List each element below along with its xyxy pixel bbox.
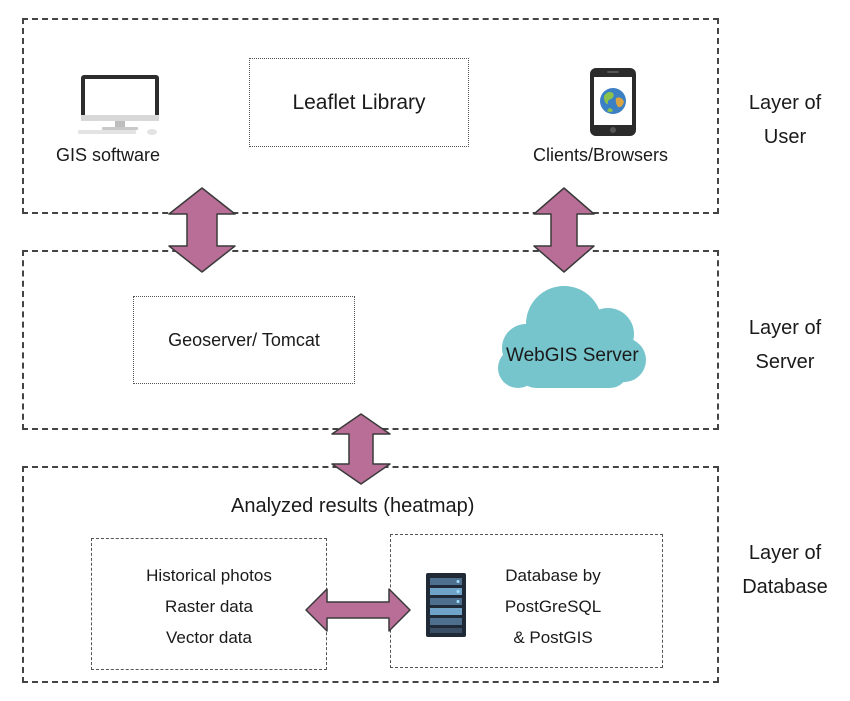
geoserver-tomcat-box: Geoserver/ Tomcat xyxy=(133,296,355,384)
layer-of-user-label: Layer of User xyxy=(730,86,840,154)
database-line3: & PostGIS xyxy=(513,628,593,647)
source-raster-data: Raster data xyxy=(165,597,253,616)
leaflet-library-label: Leaflet Library xyxy=(292,90,426,114)
layer-server-line1: Layer of xyxy=(748,317,822,339)
layer-database-line1: Layer of xyxy=(748,542,822,564)
analyzed-results-label: Analyzed results (heatmap) xyxy=(231,495,475,517)
database-line1: Database by xyxy=(505,566,601,585)
database-line2: PostGreSQL xyxy=(504,597,602,616)
cloud-icon xyxy=(498,286,646,388)
database-description: Database by PostGreSQL & PostGIS xyxy=(478,560,628,653)
layer-database-line2: Database xyxy=(742,576,828,598)
smartphone-globe-icon xyxy=(590,68,636,136)
source-vector-data: Vector data xyxy=(165,628,252,647)
double-arrow-clients-server xyxy=(533,187,595,273)
source-historical-photos: Historical photos xyxy=(146,566,272,585)
double-arrow-gis-server xyxy=(168,187,236,273)
double-arrow-server-database xyxy=(331,413,391,485)
geoserver-tomcat-label: Geoserver/ Tomcat xyxy=(168,329,320,350)
leaflet-library-box: Leaflet Library xyxy=(249,58,469,147)
clients-browsers-label: Clients/Browsers xyxy=(533,145,669,165)
double-arrow-sources-database xyxy=(305,588,411,632)
monitor-icon xyxy=(78,75,159,135)
gis-software-label: GIS software xyxy=(56,145,161,165)
user-layer-box xyxy=(22,18,719,214)
server-rack-icon xyxy=(426,573,466,637)
layer-of-server-label: Layer of Server xyxy=(730,311,840,379)
data-sources-list: Historical photos Raster data Vector dat… xyxy=(91,560,327,653)
layer-user-line1: Layer of xyxy=(748,92,822,114)
layer-of-database-label: Layer of Database xyxy=(730,536,840,604)
webgis-server-label: WebGIS Server xyxy=(506,345,639,366)
layer-server-line2: Server xyxy=(755,351,815,373)
layer-user-line2: User xyxy=(763,126,807,148)
